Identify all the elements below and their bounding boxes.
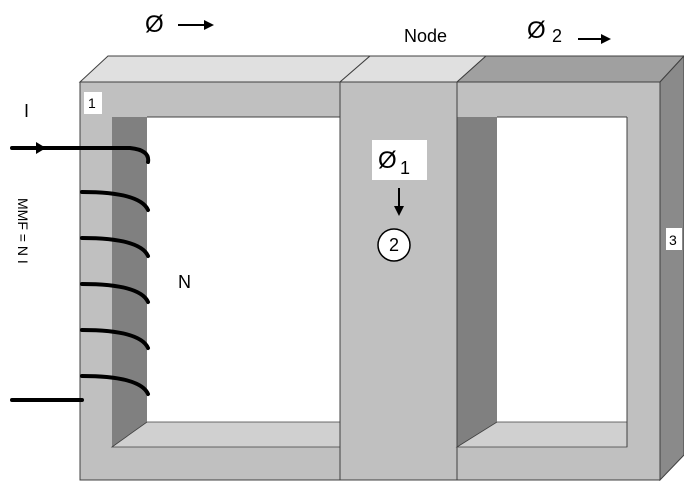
marker-1: 1 [88,95,96,111]
left-window-shadow-left [112,117,147,447]
turns-label: N [178,272,191,292]
current-arrow-head [36,142,46,154]
marker-3: 3 [669,232,677,248]
coil-turn-1 [80,190,150,212]
marker-1-box [84,92,102,114]
marker-3-box [666,228,682,250]
flux-2-label: Ø [527,17,546,44]
flux-1-label-box [372,140,427,180]
node-marker-2-circle [377,228,411,262]
coil-turn-2 [80,236,150,258]
left-window-floor [110,421,341,448]
mmf-label: MMF = N I [15,198,31,264]
flux-1-subscript: 1 [400,158,410,178]
right-window-shadow-left [457,117,497,447]
node-label: Node [404,26,447,46]
coil-turn-5 [80,374,150,396]
flux-total-arrow-head [204,20,214,30]
node-marker-2: 2 [389,235,399,255]
coil-turn-4 [80,328,150,350]
core-right-side [659,55,684,481]
flux-total-label: Ø [145,11,164,38]
coil-input-lead [10,146,151,164]
flux-2-subscript: 2 [552,26,562,46]
coil-turn-3 [80,282,150,304]
flux-1-label: Ø [378,147,397,174]
core-top-left [78,55,372,83]
flux-1-arrow-head [394,206,404,216]
core-top-right [455,55,684,83]
flux-2-arrow-head [601,34,611,44]
current-label: I [24,101,29,121]
left-window [112,117,340,447]
coil [10,146,151,402]
